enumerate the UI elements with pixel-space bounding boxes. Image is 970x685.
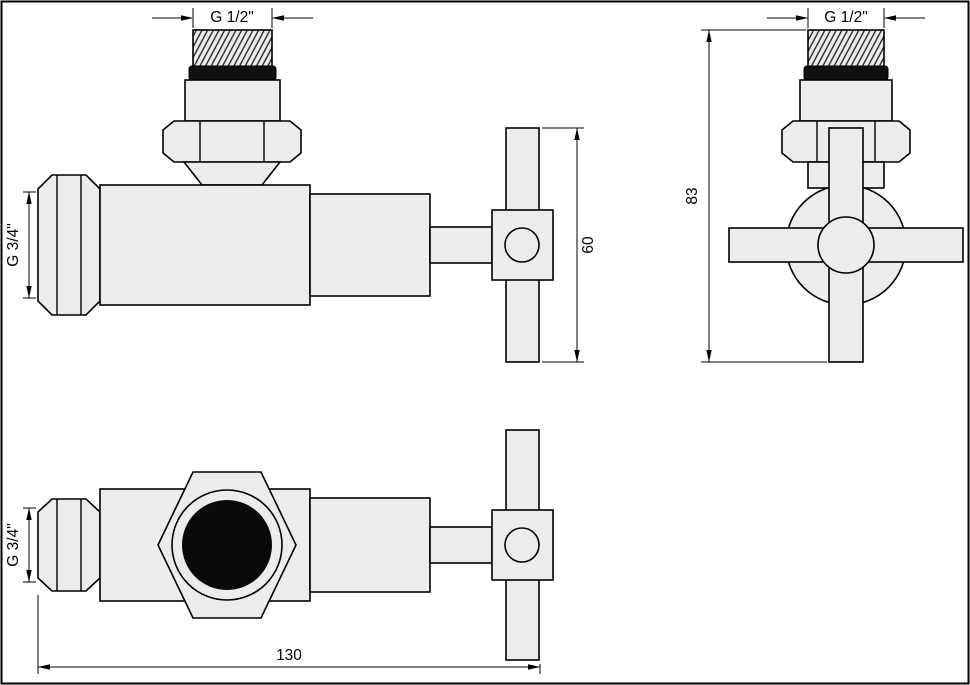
arrowhead-icon bbox=[26, 192, 32, 204]
o-ring-seal bbox=[188, 65, 277, 81]
dim-handle-height: 60 bbox=[542, 127, 597, 363]
dim-thread-front: G 1/2" bbox=[767, 8, 925, 28]
arrowhead-icon bbox=[796, 15, 808, 21]
handle-hub-circle bbox=[504, 527, 540, 563]
arrowhead-icon bbox=[574, 128, 580, 140]
arrowhead-icon bbox=[706, 30, 712, 42]
dim-overall-height: 83 bbox=[684, 29, 827, 363]
arrowhead-icon bbox=[181, 15, 193, 21]
arrowhead-icon bbox=[574, 350, 580, 362]
dim-label-inlet-side: G 3/4" bbox=[5, 223, 22, 266]
dim-label-handle-height: 60 bbox=[580, 236, 597, 254]
o-ring-seal bbox=[803, 65, 889, 81]
threaded-stem bbox=[192, 29, 273, 68]
arrowhead-icon bbox=[272, 15, 284, 21]
inlet-hex-nut bbox=[37, 498, 101, 592]
arrowhead-icon bbox=[884, 15, 896, 21]
handle-hub-circle bbox=[817, 216, 875, 274]
arrowhead-icon bbox=[528, 664, 540, 670]
dim-label-thread-front: G 1/2" bbox=[824, 9, 867, 26]
valve-port-opening bbox=[182, 500, 272, 590]
front-view: G 1/2" 83 bbox=[684, 8, 964, 363]
dim-thread-side: G 1/2" bbox=[152, 8, 313, 28]
plan-view: G 3/4" 130 bbox=[5, 429, 554, 674]
inlet-hex-nut bbox=[37, 174, 101, 316]
dim-label-overall-length: 130 bbox=[276, 647, 302, 664]
valve-body-left bbox=[99, 184, 311, 306]
dim-overall-length: 130 bbox=[37, 595, 541, 674]
arrowhead-icon bbox=[26, 570, 32, 582]
stem-cylinder bbox=[799, 79, 893, 122]
dim-label-inlet-plan: G 3/4" bbox=[5, 523, 22, 566]
arrowhead-icon bbox=[26, 286, 32, 298]
handle-stem bbox=[429, 226, 493, 264]
side-view: G 1/2" G 3/4" bbox=[5, 8, 597, 363]
threaded-stem bbox=[807, 29, 885, 68]
union-nut bbox=[162, 120, 302, 163]
body-taper bbox=[182, 161, 282, 186]
dim-label-thread-side: G 1/2" bbox=[210, 9, 253, 26]
dim-label-overall-height: 83 bbox=[684, 187, 701, 204]
arrowhead-icon bbox=[38, 664, 50, 670]
valve-body-right bbox=[309, 497, 431, 593]
arrowhead-icon bbox=[26, 508, 32, 520]
dim-inlet-side: G 3/4" bbox=[5, 191, 36, 299]
handle-stem bbox=[429, 526, 493, 564]
stem-cylinder bbox=[184, 79, 281, 122]
handle-hub-circle bbox=[504, 227, 540, 263]
valve-body-right bbox=[309, 193, 431, 297]
arrowhead-icon bbox=[706, 350, 712, 362]
dim-inlet-plan: G 3/4" bbox=[5, 507, 36, 583]
